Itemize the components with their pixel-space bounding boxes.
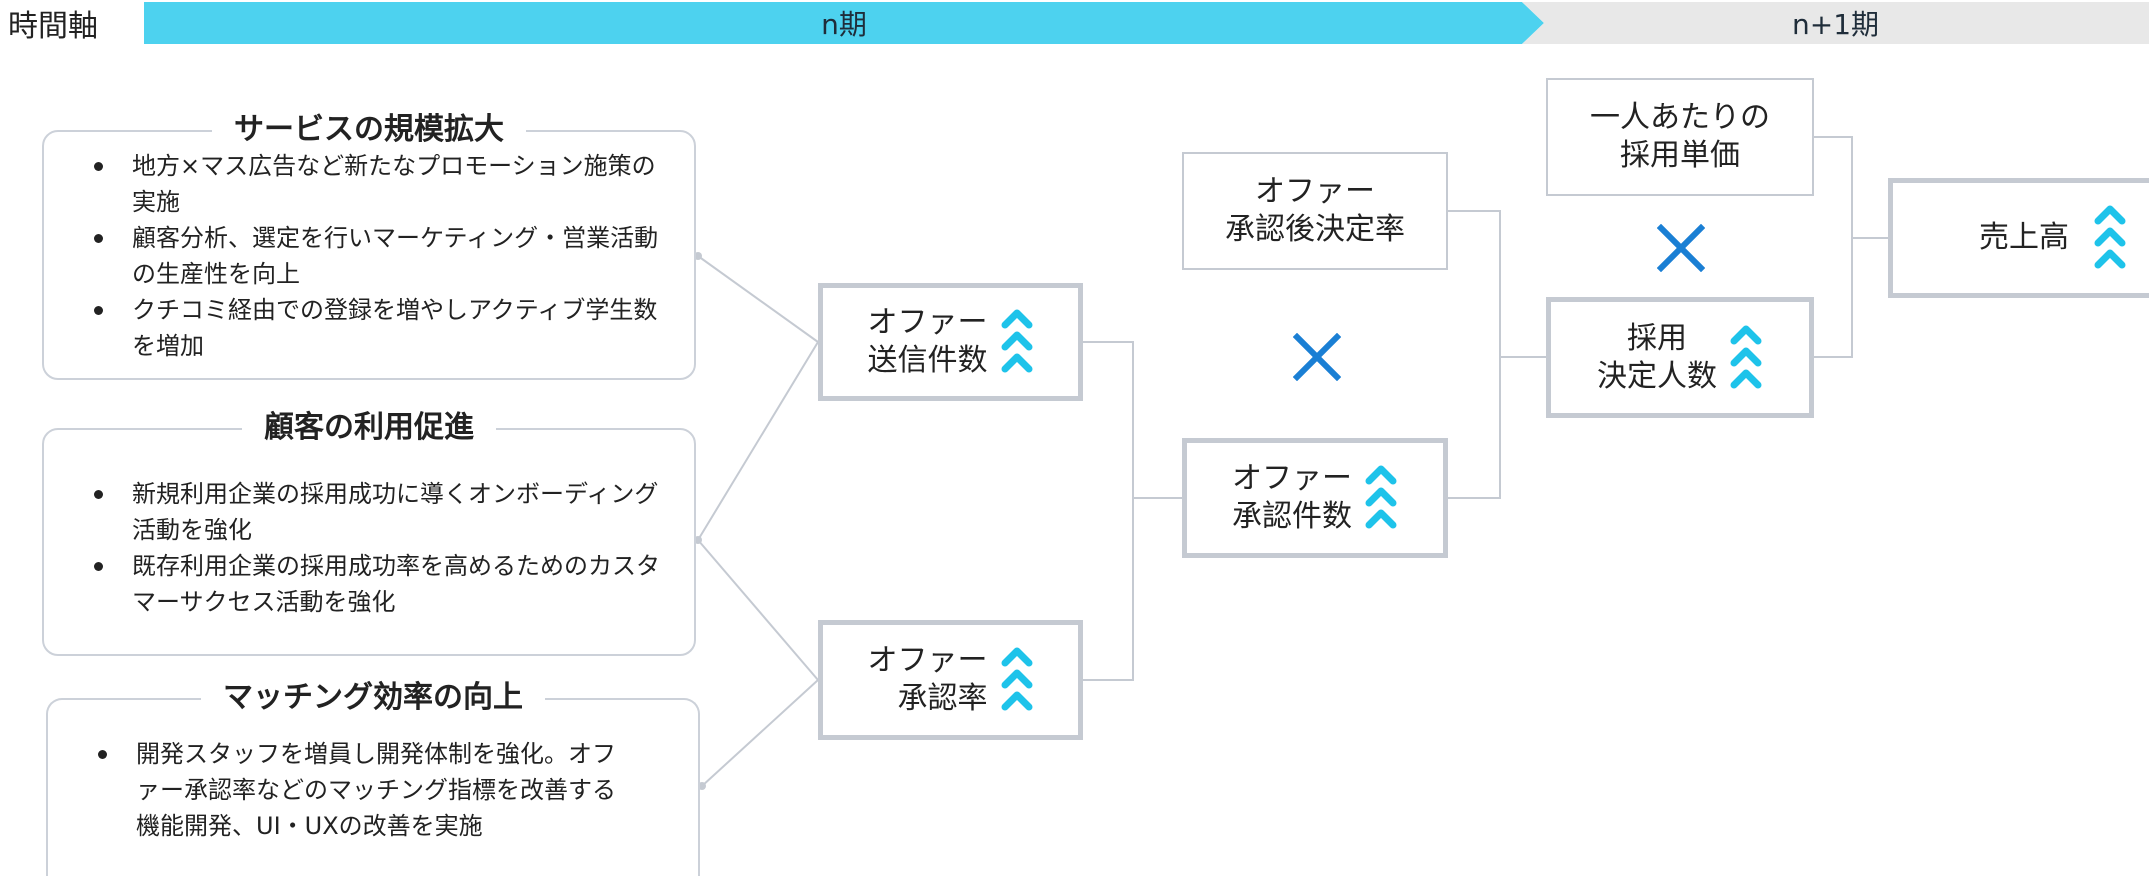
initiative-title: 顧客の利用促進 bbox=[242, 410, 496, 445]
initiative-bullets: 地方×マス広告など新たなプロモーション施策の実施 顧客分析、選定を行いマーケティ… bbox=[44, 148, 670, 364]
initiative-bullet: 顧客分析、選定を行いマーケティング・営業活動の生産性を向上 bbox=[94, 220, 670, 292]
double-chevron-up-icon bbox=[2094, 205, 2126, 269]
metric-hires: 採用 決定人数 bbox=[1546, 297, 1814, 418]
initiative-box-scale: サービスの規模拡大 地方×マス広告など新たなプロモーション施策の実施 顧客分析、… bbox=[42, 112, 696, 380]
initiative-bullet: 地方×マス広告など新たなプロモーション施策の実施 bbox=[94, 148, 670, 220]
metric-label: 売上高 bbox=[1979, 220, 2069, 255]
initiative-box-matching: マッチング効率の向上 開発スタッフを増員し開発体制を強化。オファー承認率などのマ… bbox=[46, 680, 700, 876]
initiative-bullet: 既存利用企業の採用成功率を高めるためのカスタマーサクセス活動を強化 bbox=[94, 548, 670, 620]
metric-label: 採用 決定人数 bbox=[1597, 320, 1717, 394]
metric-offer-sent: オファー 送信件数 bbox=[818, 283, 1083, 401]
initiative-box-usage: 顧客の利用促進 新規利用企業の採用成功に導くオンボーディング活動を強化 既存利用… bbox=[42, 410, 696, 656]
times-icon bbox=[1657, 224, 1705, 272]
initiative-title: サービスの規模拡大 bbox=[212, 112, 526, 147]
initiative-bullet: クチコミ経由での登録を増やしアクティブ学生数を増加 bbox=[94, 292, 670, 364]
metric-post-accept-decision-rate: オファー 承認後決定率 bbox=[1182, 152, 1448, 270]
period-n1-arrow: n+1期 bbox=[1522, 2, 2149, 44]
double-chevron-up-icon bbox=[1001, 309, 1032, 373]
initiative-bullets: 新規利用企業の採用成功に導くオンボーディング活動を強化 既存利用企業の採用成功率… bbox=[44, 476, 670, 620]
metric-label: オファー 承認率 bbox=[867, 643, 988, 716]
metric-unit-price: 一人あたりの 採用単価 bbox=[1546, 78, 1814, 196]
metric-revenue: 売上高 bbox=[1888, 178, 2149, 298]
metric-label: 一人あたりの 採用単価 bbox=[1590, 100, 1770, 173]
period-n1-label: n+1期 bbox=[1791, 8, 1880, 41]
metric-label: オファー 送信件数 bbox=[867, 305, 988, 378]
metric-label: オファー 承認後決定率 bbox=[1225, 174, 1405, 247]
initiative-title: マッチング効率の向上 bbox=[201, 680, 545, 715]
period-n-arrow: n期 bbox=[144, 2, 1544, 44]
initiative-bullets: 開発スタッフを増員し開発体制を強化。オファー承認率などのマッチング指標を改善する… bbox=[48, 736, 638, 844]
initiative-bullet: 開発スタッフを増員し開発体制を強化。オファー承認率などのマッチング指標を改善する… bbox=[98, 736, 638, 844]
metric-label: オファー 承認件数 bbox=[1232, 461, 1352, 534]
double-chevron-up-icon bbox=[1001, 647, 1032, 711]
initiative-bullet: 新規利用企業の採用成功に導くオンボーディング活動を強化 bbox=[94, 476, 670, 548]
double-chevron-up-icon bbox=[1365, 465, 1397, 529]
period-n-label: n期 bbox=[821, 8, 867, 41]
double-chevron-up-icon bbox=[1730, 325, 1762, 388]
timeline-label: 時間軸 bbox=[8, 9, 98, 44]
metric-offer-accepted: オファー 承認件数 bbox=[1182, 438, 1448, 558]
times-icon bbox=[1293, 333, 1341, 381]
metric-offer-accept-rate: オファー 承認率 bbox=[818, 620, 1083, 740]
